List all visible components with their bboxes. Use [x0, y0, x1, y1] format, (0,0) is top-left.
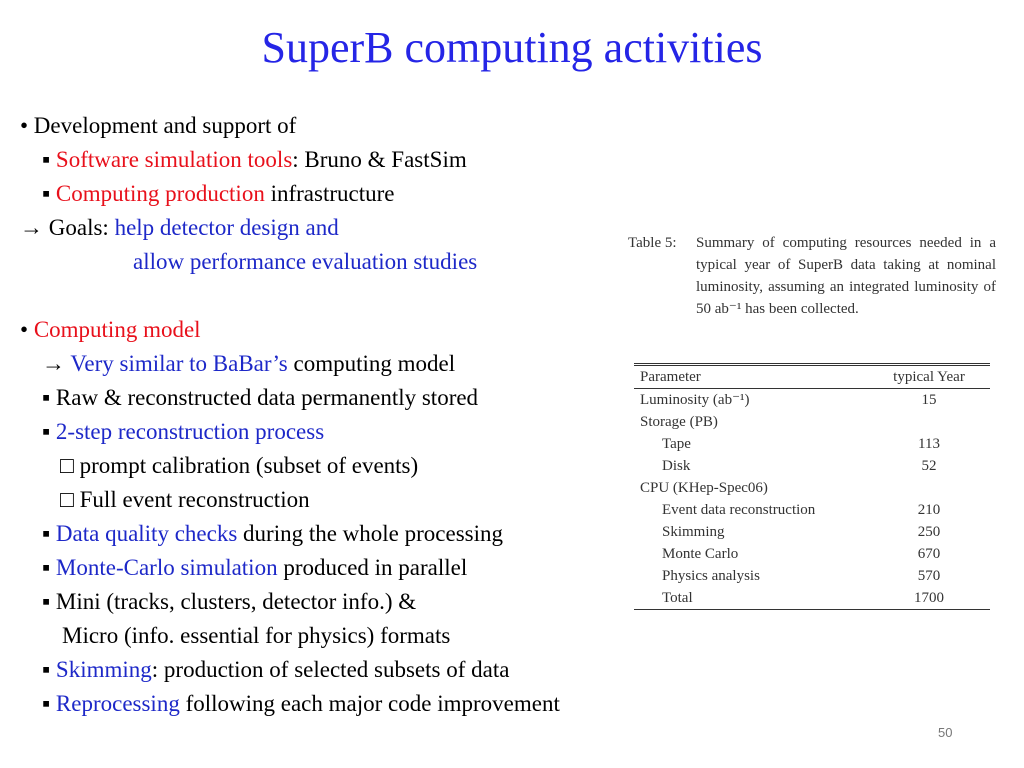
bullet-computing-production: ▪ Computing production infrastructure — [42, 179, 394, 209]
table-row: Tape 113 — [634, 433, 990, 455]
data-quality-text: Data quality checks — [55, 521, 238, 546]
table-row: Event data reconstruction 210 — [634, 499, 990, 521]
skimming-rest: : production of selected subsets of data — [151, 657, 510, 682]
table-header-typical-year: typical Year — [868, 363, 990, 389]
table-cell-parameter: Total — [634, 587, 868, 610]
data-quality-rest: during the whole processing — [237, 521, 504, 546]
table-row: CPU (KHep-Spec06) — [634, 477, 990, 499]
table-row: Monte Carlo 670 — [634, 543, 990, 565]
table-cell-value — [868, 411, 990, 433]
table-cell-value: 670 — [917, 546, 941, 562]
table-row: Luminosity (ab⁻¹) 15 — [634, 389, 990, 412]
computing-model-text: Computing model — [33, 317, 201, 342]
skimming-text: Skimming — [55, 657, 152, 682]
table-cell-parameter: Event data reconstruction — [662, 502, 816, 518]
arrow-marker: → — [42, 351, 65, 376]
goals-text: help detector design and — [114, 215, 339, 240]
table-cell-value: 1700 — [868, 587, 990, 610]
bullet-marker: ▪ — [42, 555, 51, 580]
table-cell-parameter: Tape — [662, 436, 691, 452]
bullet-raw-data: ▪ Raw & reconstructed data permanently s… — [42, 385, 479, 410]
bullet-marker: ▪ — [42, 419, 51, 444]
bullet-skimming: ▪ Skimming: production of selected subse… — [42, 655, 509, 685]
table-caption-label: Table 5: — [628, 235, 677, 251]
sub-prompt-calibration: □ prompt calibration (subset of events) — [60, 453, 419, 478]
computing-production-text: Computing production — [55, 181, 265, 206]
table-cell-value: 113 — [918, 436, 940, 452]
goals-line: → Goals: help detector design and — [20, 213, 339, 243]
table-cell-value: 210 — [917, 502, 941, 518]
table-row: Physics analysis 570 — [634, 565, 990, 587]
bullet-marker: ▪ — [42, 181, 51, 206]
reconstruction-text: 2-step reconstruction process — [55, 419, 325, 444]
table-row: Storage (PB) — [634, 411, 990, 433]
bullet-monte-carlo: ▪ Monte-Carlo simulation produced in par… — [42, 553, 467, 583]
babar-text: Very similar to BaBar’s — [70, 351, 288, 376]
monte-carlo-text: Monte-Carlo simulation — [55, 555, 278, 580]
goals-prefix: → Goals: — [20, 215, 115, 240]
table-cell-parameter: Physics analysis — [662, 568, 760, 584]
bullet-babar: → Very similar to BaBar’s computing mode… — [42, 349, 455, 379]
simulation-tools-text: Software simulation tools — [55, 147, 293, 172]
table-caption: Table 5: Summary of computing resources n… — [628, 232, 1000, 320]
table-row: Disk 52 — [634, 455, 990, 477]
bullet-marker: ▪ — [42, 657, 51, 682]
slide-title: SuperB computing activities — [261, 23, 763, 72]
monte-carlo-rest: produced in parallel — [277, 555, 468, 580]
table-cell-parameter: Skimming — [662, 524, 725, 540]
bullet-micro-formats: Micro (info. essential for physics) form… — [62, 623, 451, 648]
table-cell-parameter: Monte Carlo — [662, 546, 739, 562]
table-header-row: Parameter typical Year — [634, 363, 990, 389]
bullet-marker: • — [20, 317, 29, 342]
bullet-computing-model: • Computing model — [20, 315, 201, 345]
simulation-tools-rest: : Bruno & FastSim — [292, 147, 467, 172]
table-row: Skimming 250 — [634, 521, 990, 543]
table-cell-value: 570 — [917, 568, 941, 584]
table-cell-value — [868, 477, 990, 499]
bullet-marker: ▪ — [42, 147, 51, 172]
bullet-development: • Development and support of — [20, 113, 297, 138]
table-header-parameter: Parameter — [634, 363, 868, 389]
table-cell-value: 250 — [917, 524, 941, 540]
babar-rest: computing model — [287, 351, 456, 376]
bullet-marker: ▪ — [42, 521, 51, 546]
goals-line-2: allow performance evaluation studies — [133, 249, 478, 274]
table-cell-parameter: Storage (PB) — [640, 414, 718, 430]
computing-resources-table: Parameter typical Year Luminosity (ab⁻¹)… — [634, 363, 990, 610]
table-caption-text: Summary of computing resources needed in… — [696, 235, 996, 317]
table-row: Total 1700 — [634, 587, 990, 610]
bullet-marker: ▪ — [42, 691, 51, 716]
bullet-simulation-tools: ▪ Software simulation tools: Bruno & Fas… — [42, 145, 467, 175]
table-cell-parameter: Luminosity (ab⁻¹) — [640, 392, 750, 408]
bullet-data-quality: ▪ Data quality checks during the whole p… — [42, 519, 503, 549]
sub-full-reconstruction: □ Full event reconstruction — [60, 487, 310, 512]
table-cell-parameter: Disk — [662, 458, 691, 474]
page-number: 50 — [938, 725, 953, 740]
computing-production-rest: infrastructure — [264, 181, 395, 206]
table-cell-value: 15 — [921, 392, 937, 408]
bullet-reprocessing: ▪ Reprocessing following each major code… — [42, 689, 560, 719]
reprocessing-text: Reprocessing — [55, 691, 180, 716]
reprocessing-rest: following each major code improvement — [179, 691, 560, 716]
bullet-mini-formats: ▪ Mini (tracks, clusters, detector info.… — [42, 589, 417, 614]
bullet-reconstruction: ▪ 2-step reconstruction process — [42, 417, 324, 447]
table-cell-value: 52 — [921, 458, 937, 474]
table-cell-parameter: CPU (KHep-Spec06) — [640, 480, 768, 496]
